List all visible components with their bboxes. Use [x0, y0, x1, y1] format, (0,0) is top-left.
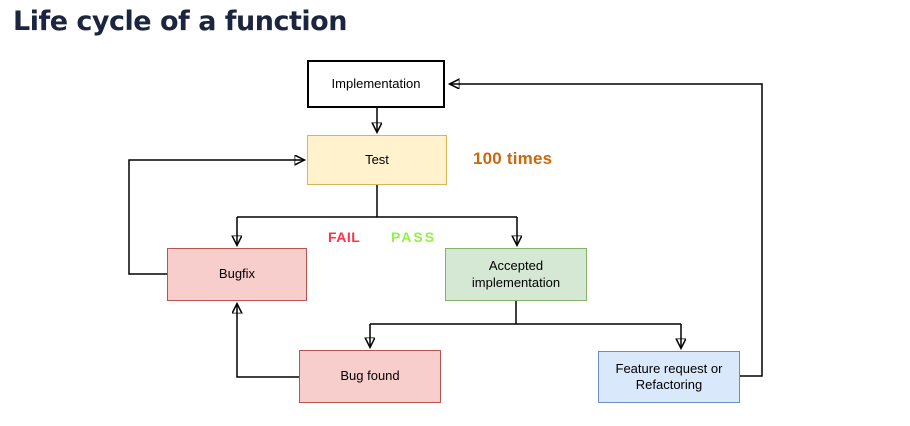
node-accepted-implementation-label: Accepted implementation — [471, 258, 561, 290]
node-bug-found-label: Bug found — [340, 368, 400, 384]
edge-feature-implementation — [451, 84, 763, 377]
edge-bugfix-test — [128, 160, 303, 275]
node-test-label: Test — [365, 151, 389, 167]
node-feature-request: Feature request or Refactoring — [598, 351, 740, 403]
node-implementation-label: Implementation — [331, 75, 421, 91]
label-pass: PASS — [391, 229, 437, 245]
label-fail: FAIL — [328, 229, 361, 245]
node-bugfix-label: Bugfix — [218, 266, 256, 282]
label-100-times: 100 times — [473, 149, 553, 168]
node-accepted-implementation: Accepted implementation — [445, 248, 587, 301]
page-title: Life cycle of a function — [13, 6, 347, 37]
node-bugfix: Bugfix — [167, 248, 307, 301]
node-test: Test — [307, 135, 447, 185]
node-bug-found: Bug found — [299, 350, 441, 403]
node-feature-request-label: Feature request or Refactoring — [615, 360, 723, 392]
edge-bugfound-bugfix — [237, 305, 299, 378]
node-implementation: Implementation — [307, 60, 445, 108]
